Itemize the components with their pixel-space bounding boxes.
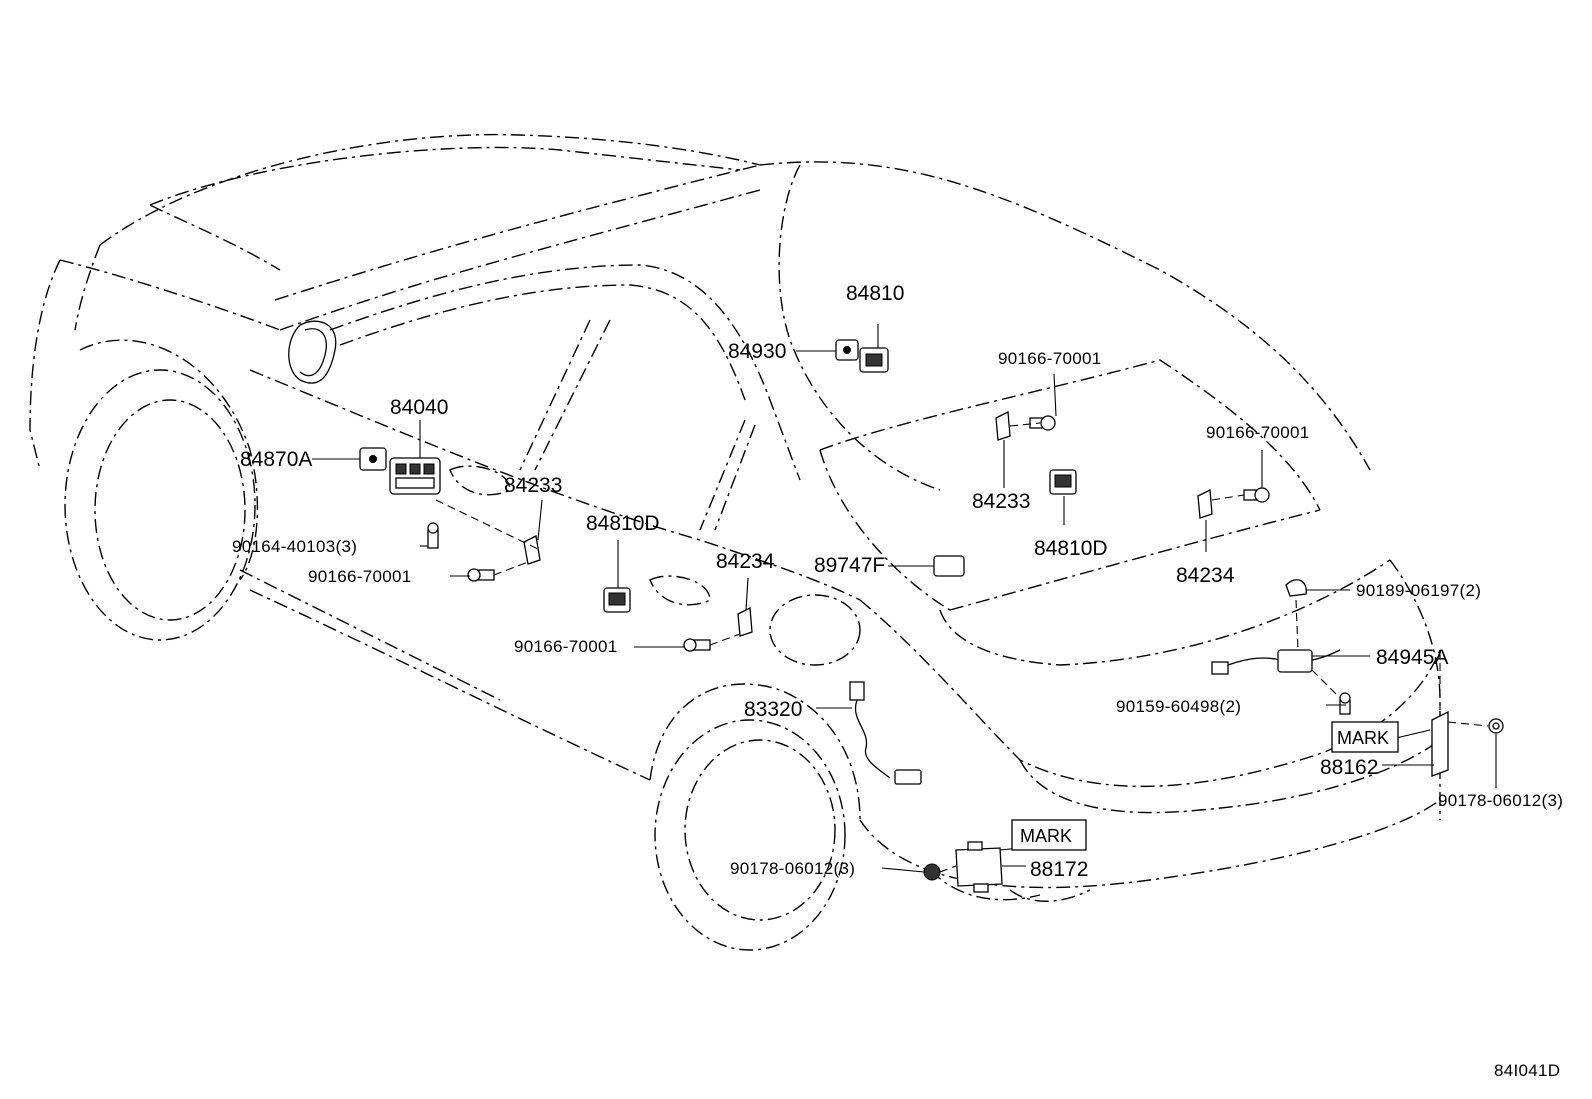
mark-box-1: MARK — [1331, 721, 1399, 753]
label-84870A: 84870A — [240, 448, 312, 471]
label-90159-60498: 90159-60498(2) — [1116, 697, 1241, 716]
label-84040: 84040 — [390, 396, 448, 419]
bolt-icon — [1339, 692, 1351, 715]
leader-lines — [312, 324, 1497, 873]
part-84234-bracket-b — [1197, 488, 1213, 519]
label-90178-06012-b: 90178-06012(3) — [730, 859, 855, 878]
part-88172-module — [955, 841, 1003, 893]
label-84233-b: 84233 — [972, 490, 1030, 513]
clip-icon — [1285, 579, 1307, 597]
label-88172: 88172 — [1030, 858, 1088, 881]
bolt-icon — [467, 568, 495, 582]
part-83320-sensor-harness — [849, 681, 922, 785]
bolt-icon — [1029, 415, 1056, 431]
label-84810D-b: 84810D — [1034, 537, 1108, 560]
bolt-icon — [427, 522, 439, 549]
diagram-id: 84I041D — [1494, 1061, 1560, 1080]
part-84945A-harness — [1211, 649, 1341, 675]
part-84233-bracket-b — [995, 410, 1011, 441]
bolt-icon — [1243, 487, 1270, 503]
label-84930: 84930 — [728, 340, 786, 363]
part-84810-switch — [859, 347, 889, 373]
mark-label-1: MARK — [1337, 728, 1389, 748]
mark-label-2: MARK — [1020, 826, 1072, 846]
nut-icon — [1488, 718, 1504, 734]
part-88162-sensor — [1431, 710, 1449, 777]
label-88162: 88162 — [1320, 756, 1378, 779]
part-84233-bracket-a — [523, 535, 541, 565]
part-84810D-switch-b — [1049, 469, 1077, 495]
label-90189-06197: 90189-06197(2) — [1356, 581, 1481, 600]
label-89747F: 89747F — [814, 554, 885, 577]
car-body-outline — [29, 133, 1441, 951]
label-90164-40103: 90164-40103(3) — [232, 537, 357, 556]
label-84810-top: 84810 — [846, 282, 904, 305]
part-84870A-switch — [359, 447, 387, 471]
part-84810D-switch-a — [603, 587, 631, 613]
label-90178-06012-a: 90178-06012(3) — [1438, 791, 1563, 810]
part-84930-switch — [835, 339, 859, 361]
label-90166-70001-a: 90166-70001 — [998, 349, 1102, 368]
part-labels: 84810 84930 90166-70001 84040 84870A 901… — [232, 282, 1563, 1080]
bolt-icon — [683, 638, 711, 652]
label-90166-70001-d: 90166-70001 — [514, 637, 618, 656]
label-84945A: 84945A — [1376, 646, 1448, 669]
label-84234-a: 84234 — [716, 550, 775, 573]
part-84234-bracket-a — [737, 606, 753, 637]
label-84233-a: 84233 — [504, 474, 562, 497]
part-89747F-sensor — [933, 555, 965, 577]
label-83320: 83320 — [744, 698, 802, 721]
label-84810D-a: 84810D — [586, 512, 660, 535]
label-84234-b: 84234 — [1176, 564, 1235, 587]
label-90166-70001-c: 90166-70001 — [308, 567, 412, 586]
mark-box-2: MARK — [1011, 819, 1087, 851]
label-90166-70001-b: 90166-70001 — [1206, 423, 1310, 442]
nut-icon — [923, 863, 941, 881]
part-84040-master-switch — [389, 457, 441, 495]
